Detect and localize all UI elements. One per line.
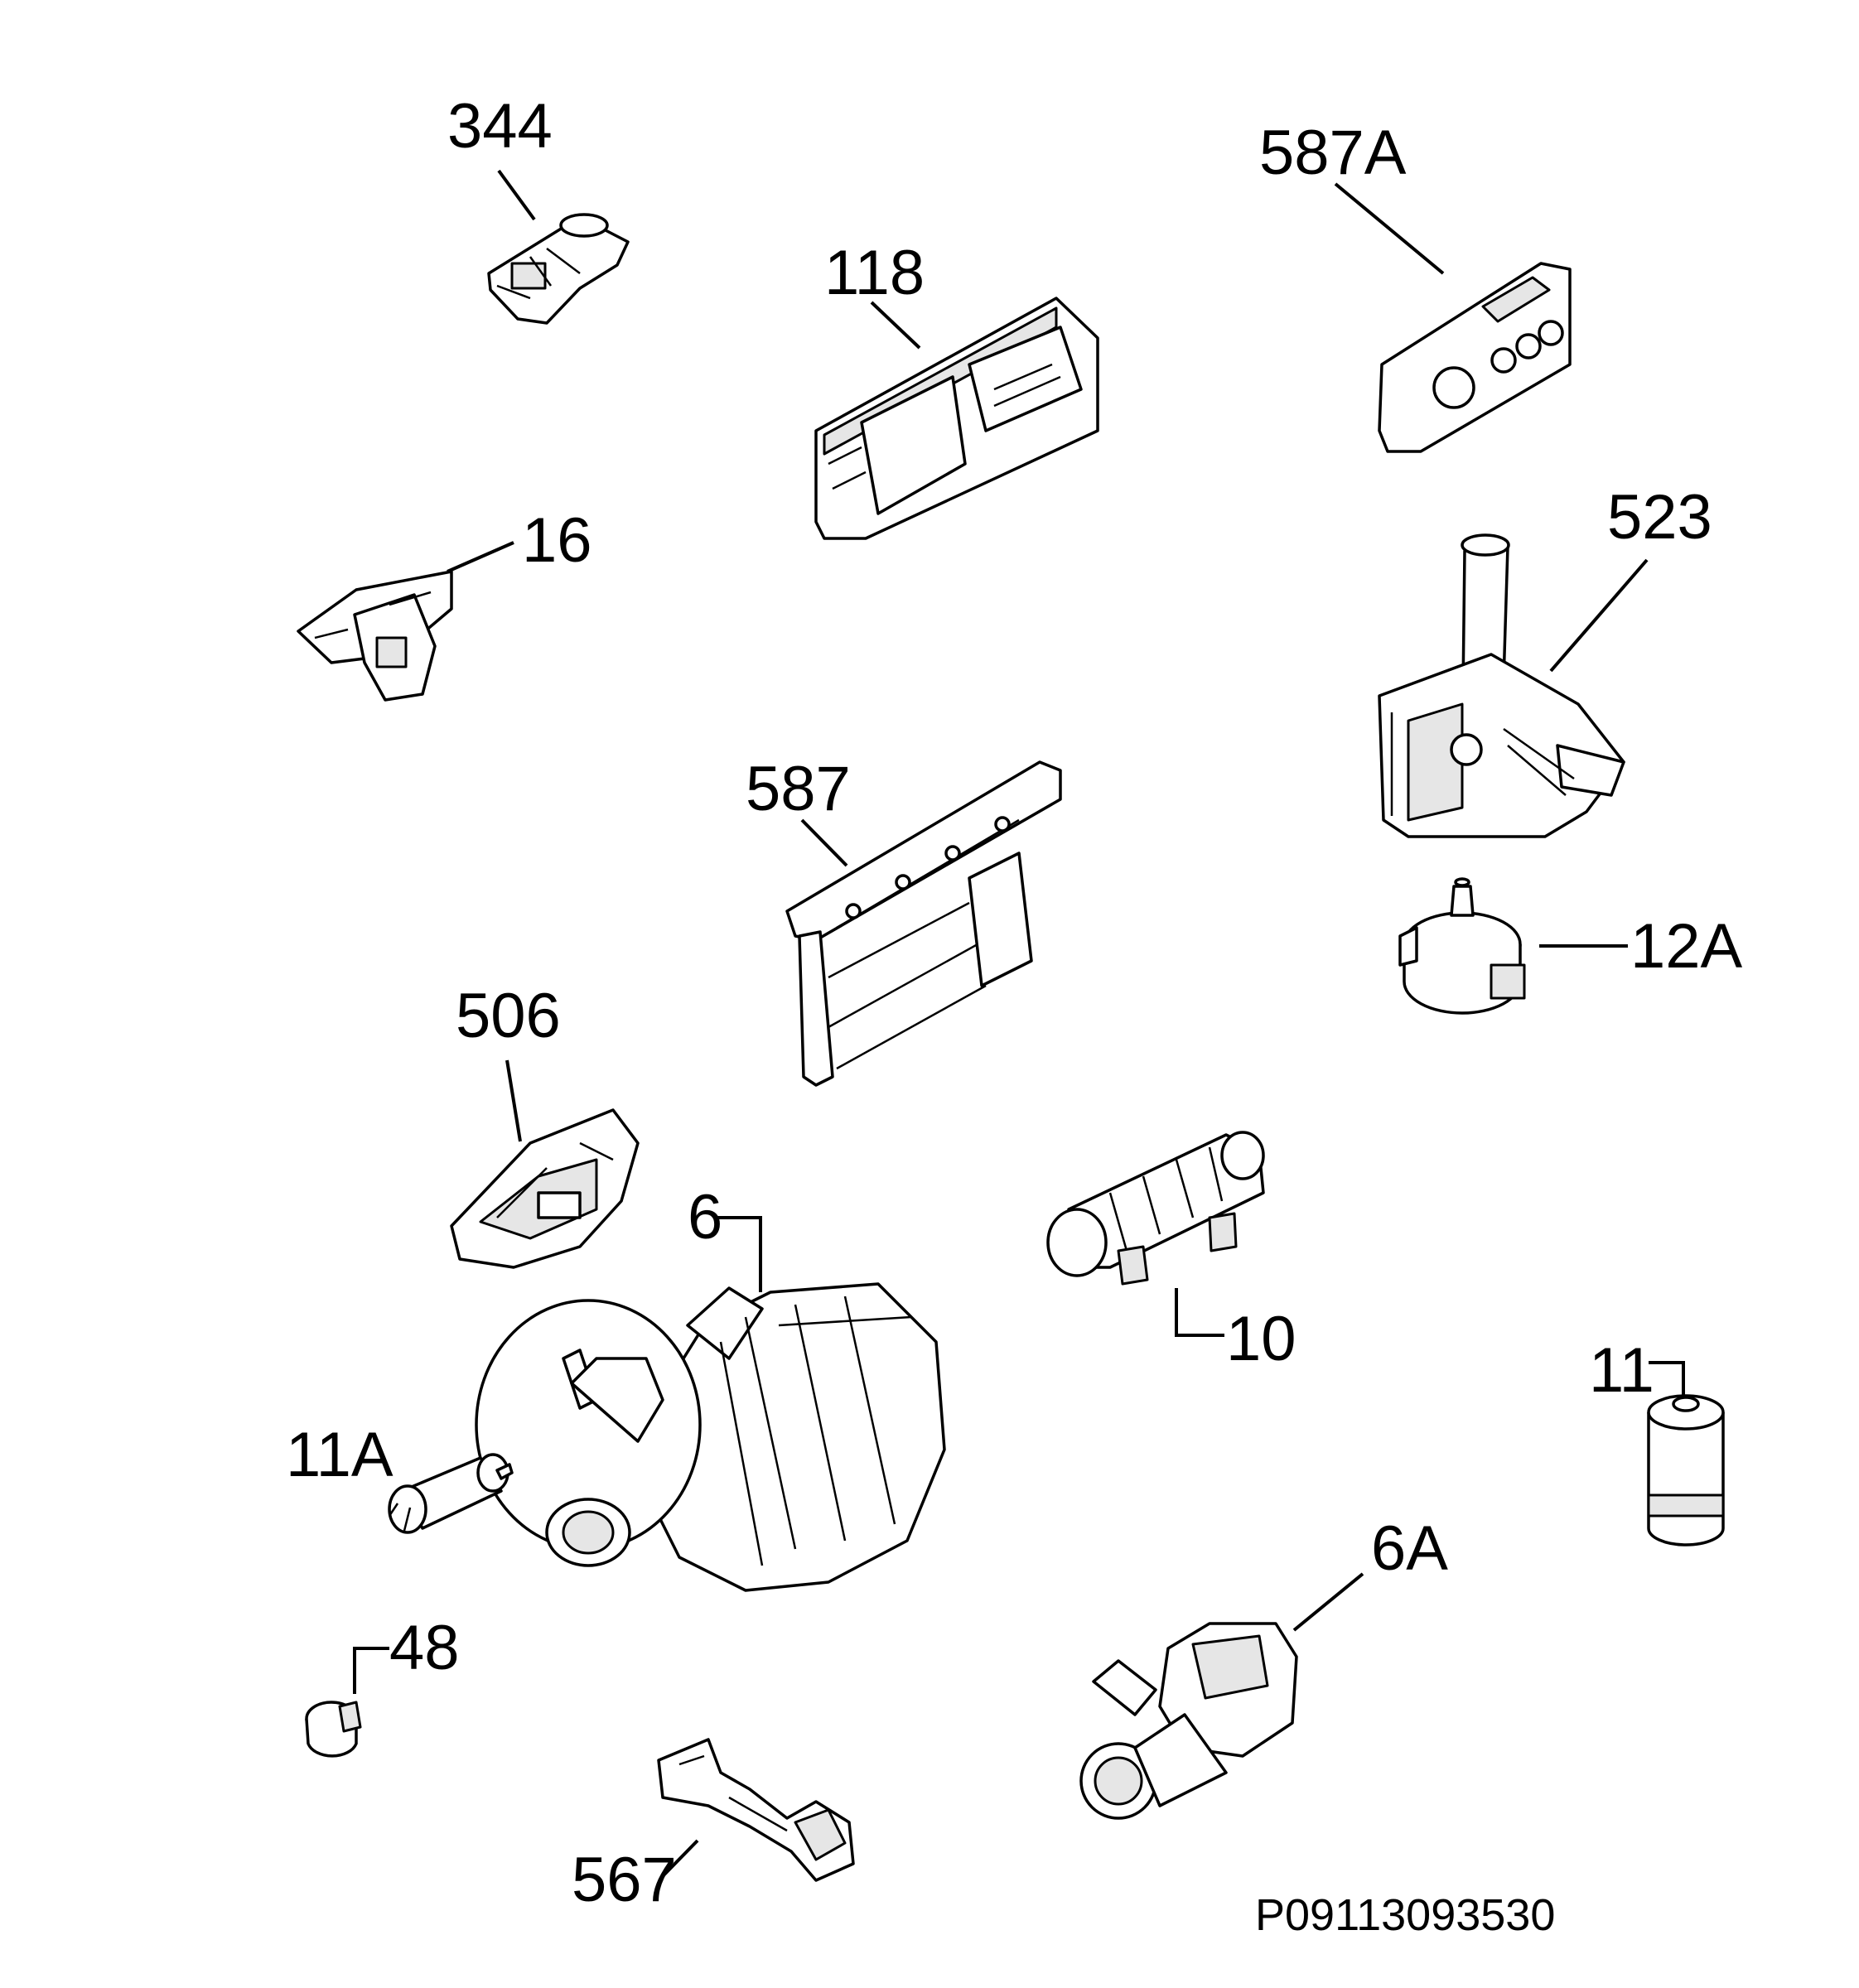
leader-523 xyxy=(1549,558,1649,673)
leader-506 xyxy=(505,1059,522,1142)
part-506[interactable]: 506 xyxy=(450,981,640,1269)
part-344[interactable]: 344 xyxy=(447,91,630,325)
label-587: 587 xyxy=(746,754,851,824)
part-6A[interactable]: 6A xyxy=(1079,1513,1448,1820)
leader-118 xyxy=(870,301,921,350)
label-587A: 587A xyxy=(1259,118,1407,188)
leader-344 xyxy=(497,169,536,221)
part-11A[interactable]: 11A xyxy=(286,1420,514,1534)
leader-10 xyxy=(1175,1288,1224,1337)
diagram-code: P09113093530 xyxy=(1255,1890,1555,1940)
leader-16 xyxy=(447,541,514,573)
leader-6 xyxy=(717,1216,762,1292)
part-10[interactable]: 10 xyxy=(1046,1131,1296,1374)
label-344: 344 xyxy=(447,91,553,162)
label-6: 6 xyxy=(688,1182,722,1252)
part-567[interactable]: 567 xyxy=(572,1738,855,1915)
part-587A[interactable]: 587A xyxy=(1259,118,1572,453)
part-587[interactable]: 587 xyxy=(746,754,1062,1087)
leader-567 xyxy=(661,1839,699,1878)
label-11A: 11A xyxy=(286,1420,394,1490)
label-10: 10 xyxy=(1226,1304,1296,1374)
part-48[interactable]: 48 xyxy=(305,1613,460,1758)
label-11: 11 xyxy=(1589,1335,1654,1406)
label-523: 523 xyxy=(1607,482,1712,552)
label-48: 48 xyxy=(389,1613,460,1683)
label-506: 506 xyxy=(456,981,561,1051)
label-567: 567 xyxy=(572,1845,677,1915)
leader-6A xyxy=(1292,1572,1364,1632)
label-118: 118 xyxy=(824,238,925,308)
label-16: 16 xyxy=(522,505,592,576)
label-12A: 12A xyxy=(1630,911,1743,982)
part-118[interactable]: 118 xyxy=(814,238,1099,540)
label-6A: 6A xyxy=(1371,1513,1448,1584)
part-523[interactable]: 523 xyxy=(1378,482,1712,838)
leader-11 xyxy=(1649,1361,1685,1398)
part-12A[interactable]: 12A xyxy=(1398,877,1743,1015)
leader-587A xyxy=(1334,182,1445,275)
part-16[interactable]: 16 xyxy=(297,505,592,702)
part-11[interactable]: 11 xyxy=(1589,1335,1725,1546)
leader-587 xyxy=(800,818,848,867)
part-6[interactable]: 6 xyxy=(475,1182,946,1592)
leader-48 xyxy=(353,1647,389,1694)
